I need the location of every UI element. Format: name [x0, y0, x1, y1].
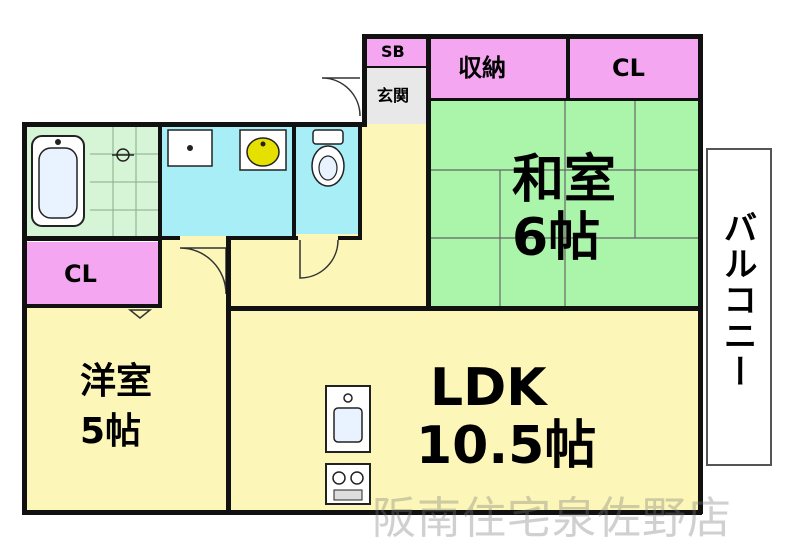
- balcony-area: [706, 148, 772, 466]
- youshitsu-size: 5帖: [80, 411, 142, 452]
- washitsu-name: 和室: [512, 150, 617, 210]
- storage-area: [430, 38, 568, 100]
- bathtub-icon: [31, 135, 85, 227]
- wash-basin-icon: [239, 129, 287, 171]
- ldk-area: [230, 310, 700, 512]
- entrance-area: [364, 68, 428, 124]
- wall: [362, 34, 367, 126]
- toilet-icon: [311, 129, 345, 187]
- ldk-size: 10.5帖: [416, 416, 597, 476]
- watermark: 阪南住宅泉佐野店: [372, 493, 732, 544]
- sb-label: SB: [381, 42, 405, 61]
- wall: [426, 34, 431, 310]
- wall: [566, 34, 570, 100]
- wall: [226, 306, 702, 311]
- wall: [22, 122, 27, 514]
- wall: [22, 236, 162, 241]
- ldk-name: LDK: [430, 358, 547, 418]
- washer-pan-icon: [167, 129, 213, 167]
- wall: [22, 122, 367, 127]
- shower-icon: [112, 148, 134, 162]
- closet-left-label: CL: [64, 260, 97, 288]
- storage-label: 収納: [458, 54, 506, 82]
- closet-top-area: [570, 38, 700, 100]
- youshitsu-area: [24, 306, 226, 512]
- stove-icon: [325, 463, 371, 505]
- balcony-label: バルコニー: [717, 210, 757, 390]
- wall: [362, 34, 702, 39]
- wall: [226, 236, 298, 240]
- tatami-lines: [430, 100, 700, 308]
- wall: [364, 66, 428, 68]
- washitsu-size: 6帖: [512, 208, 601, 268]
- entrance-label: 玄関: [377, 86, 410, 105]
- wall: [22, 510, 702, 515]
- youshitsu-name: 洋室: [80, 361, 153, 402]
- wall: [358, 122, 362, 238]
- wall: [430, 98, 700, 101]
- wall: [158, 122, 162, 308]
- wall: [338, 236, 362, 240]
- wall: [226, 236, 231, 514]
- wall: [160, 236, 180, 240]
- wall: [22, 304, 162, 308]
- wall: [292, 122, 296, 238]
- sb-area: [364, 38, 428, 68]
- closet-left-area: [24, 242, 160, 306]
- closet-top-label: CL: [612, 54, 645, 82]
- sink-icon: [325, 385, 371, 453]
- bath-tiles: [90, 126, 160, 236]
- youshitsu-hall-area: [160, 242, 226, 308]
- wall: [698, 34, 703, 514]
